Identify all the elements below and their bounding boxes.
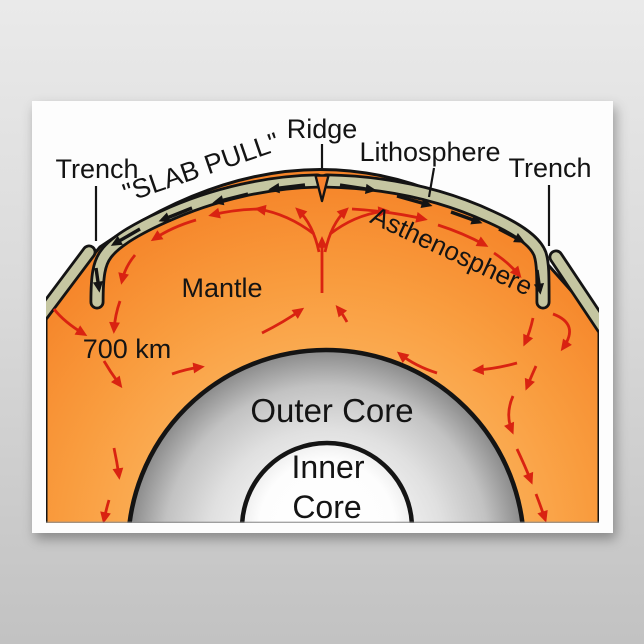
convection-arrow [100, 499, 111, 523]
convection-arrow [295, 207, 321, 253]
convection-arrow [118, 254, 137, 285]
plate-arrow-left-down [92, 267, 104, 293]
lithosphere-plate [46, 176, 599, 330]
inner-core-label-line1: Inner [292, 449, 365, 485]
convection-arrow [335, 304, 349, 323]
convection-arrow [351, 207, 428, 223]
plate-arrow-left-4 [110, 227, 141, 246]
convection-arrow [437, 223, 489, 247]
convection-arrow [52, 308, 88, 336]
plate-arrow-right-2 [396, 194, 433, 208]
mantle-label: Mantle [181, 273, 262, 303]
plate-arrow-left-1 [268, 183, 306, 194]
plate-arrow-right-down [533, 269, 545, 295]
convection-arrow [515, 448, 534, 485]
trench-left-label: Trench [55, 154, 138, 184]
convection-arrows [52, 204, 572, 523]
convection-arrow [504, 395, 515, 435]
depth-700km-label: 700 km [83, 334, 172, 364]
convection-arrow [323, 207, 349, 253]
convection-arrow [150, 218, 197, 242]
plate-arrow-right-3 [450, 210, 483, 225]
convection-arrow [472, 361, 518, 375]
convection-arrow [112, 447, 124, 480]
convection-arrow [208, 207, 265, 219]
plate-arrow-right-1 [339, 183, 377, 194]
plate-arrow-left-3 [158, 206, 193, 223]
plate-arrow-right-4 [498, 227, 526, 243]
ridge-notch [314, 174, 330, 203]
label-pointer-lines [94, 144, 551, 246]
inner-core-label-line2: Core [292, 489, 361, 525]
lithosphere-pointer [427, 167, 436, 198]
convection-arrow [261, 307, 305, 335]
plate-motion-arrows [92, 183, 545, 295]
convection-arrow [396, 351, 438, 375]
diagram-canvas [46, 168, 599, 523]
convection-arrow [493, 251, 522, 278]
convection-arrow [524, 365, 538, 391]
inner-core-region [239, 440, 415, 523]
convection-arrow [534, 493, 548, 523]
trench-right-label: Trench [508, 153, 591, 183]
outer-core-label: Outer Core [250, 392, 413, 429]
convection-arrow [102, 360, 123, 389]
convection-arrow [523, 317, 535, 347]
convection-arrow [171, 362, 205, 376]
convection-arrow [552, 312, 572, 352]
plate-arrow-left-2 [212, 192, 249, 206]
convection-arrow [109, 300, 122, 334]
outer-core-region [127, 347, 525, 523]
ridge-label: Ridge [287, 114, 358, 144]
lithosphere-label: Lithosphere [359, 137, 500, 167]
